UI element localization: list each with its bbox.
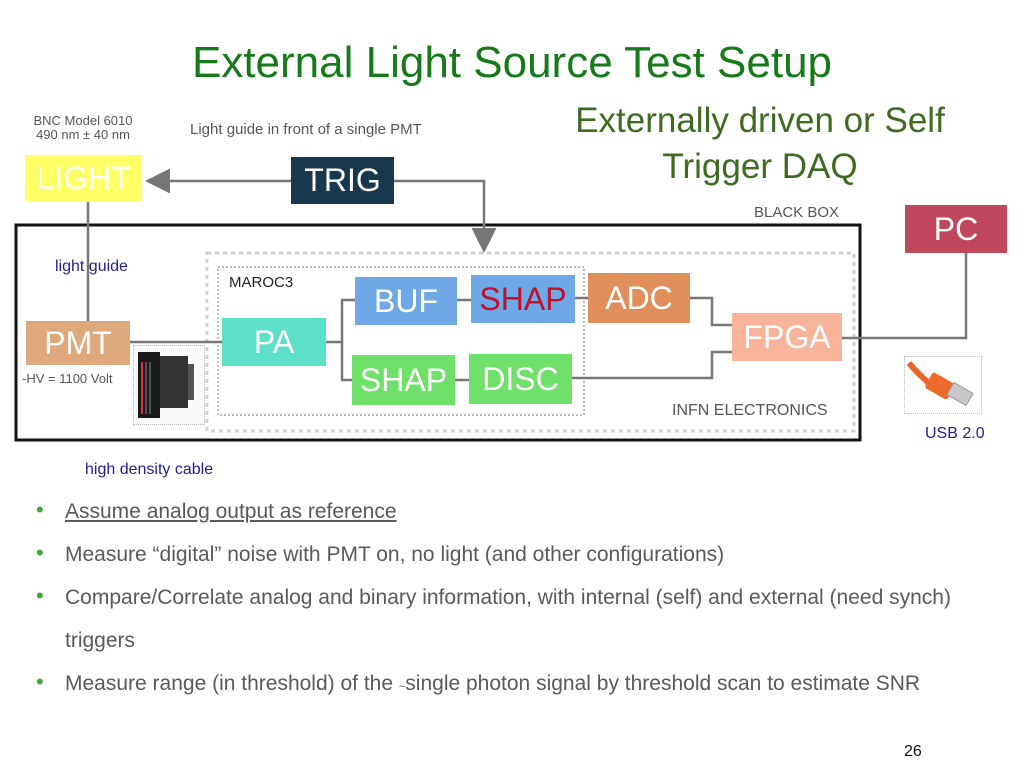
trig-to-shap-line xyxy=(394,179,497,253)
trig-block: TRIG xyxy=(291,157,394,204)
black-box-label: BLACK BOX xyxy=(754,204,840,221)
black-box-frame xyxy=(14,223,862,442)
bullet-item: • Assume analog output as reference xyxy=(36,490,996,533)
shap-bottom-block: SHAP xyxy=(352,355,455,405)
bullet-text: Measure range (in threshold) of the xyxy=(65,672,399,695)
bullet-list: • Assume analog output as reference • Me… xyxy=(36,490,996,709)
bullet-dot: • xyxy=(36,669,44,694)
buf-block: BUF xyxy=(355,277,457,325)
bullet-item: • Measure range (in threshold) of the ~s… xyxy=(36,662,996,709)
bnc-model-label: BNC Model 6010 490 nm ± 40 nm xyxy=(28,114,138,142)
cable-icon xyxy=(138,352,194,418)
adc-to-fpga-line xyxy=(690,296,732,327)
bullet-text: Measure “digital” noise with PMT on, no … xyxy=(65,543,725,566)
shap-top-block: SHAP xyxy=(471,275,575,323)
fpga-block: FPGA xyxy=(732,313,842,361)
tilde-symbol: ~ xyxy=(398,681,406,693)
pa-to-shap-line xyxy=(340,342,352,382)
light-source-block: LIGHT xyxy=(25,155,142,201)
bnc-model-line: BNC Model 6010 xyxy=(33,113,133,128)
page-title: External Light Source Test Setup xyxy=(191,38,833,87)
bullet-text: Compare/Correlate analog and binary info… xyxy=(65,586,951,652)
bullet-dot: • xyxy=(36,583,44,608)
disc-block: DISC xyxy=(469,354,572,404)
bullet-text: Assume analog output as reference xyxy=(65,500,397,523)
wavelength-line: 490 nm ± 40 nm xyxy=(36,127,130,142)
usb-plug-icon xyxy=(906,361,974,407)
fpga-to-pc-line xyxy=(842,253,968,340)
pc-block: PC xyxy=(905,205,1007,253)
usb-label: USB 2.0 xyxy=(925,425,985,442)
bullet-text-continued: single photon signal by threshold scan t… xyxy=(405,672,921,695)
pa-block: PA xyxy=(222,318,326,366)
subtitle: Externally driven or Self Trigger DAQ xyxy=(575,101,945,186)
high-density-cable-label: high density cable xyxy=(85,461,214,478)
bullet-item: • Measure “digital” noise with PMT on, n… xyxy=(36,533,996,576)
high-density-cable-image xyxy=(133,345,205,425)
usb-cable-image xyxy=(904,356,982,414)
maroc3-label: MAROC3 xyxy=(229,274,294,291)
hv-label: -HV = 1100 Volt xyxy=(22,371,113,386)
pmt-block: PMT xyxy=(26,321,130,365)
adc-block: ADC xyxy=(588,273,690,323)
light-guide-front-label: Light guide in front of a single PMT xyxy=(190,121,422,138)
bullet-dot: • xyxy=(36,540,44,565)
bullet-item: • Compare/Correlate analog and binary in… xyxy=(36,576,996,662)
disc-to-fpga-line xyxy=(572,350,732,380)
page-number: 26 xyxy=(904,743,922,760)
bullet-dot: • xyxy=(36,497,44,522)
infn-electronics-label: INFN ELECTRONICS xyxy=(672,402,828,419)
light-guide-label: light guide xyxy=(55,258,128,275)
pa-to-buf-line xyxy=(326,298,355,344)
